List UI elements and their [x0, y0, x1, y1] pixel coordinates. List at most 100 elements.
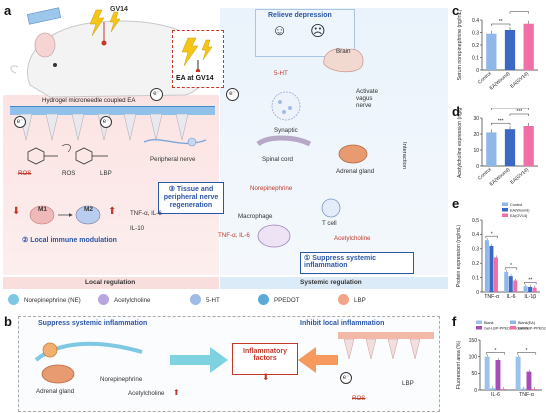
legend-label: PPEDOT [274, 297, 299, 304]
x-tick-label: IL-6 [507, 294, 516, 300]
t-cell-icon [318, 196, 344, 220]
arrow-icon [170, 345, 230, 375]
significance-label: * [510, 263, 512, 269]
bar [505, 129, 515, 166]
b-suppress-label: Suppress systemic inflammation [38, 320, 147, 327]
y-tick-label: 0.2 [472, 261, 479, 267]
y-tick-label: 10 [473, 148, 479, 154]
brain-label: Brain [336, 48, 350, 55]
local-regulation-label: Local regulation [85, 279, 135, 286]
legend-swatch [258, 294, 269, 305]
b-adrenal-label: Adrenal gland [36, 388, 74, 395]
x-tick-label: EA(GV14) [509, 71, 530, 90]
legend-label: Control [510, 203, 522, 207]
interaction-label: Interaction [401, 142, 407, 169]
b-acetylcholine-label: Acetylcholine [128, 390, 164, 397]
significance-label: *** [498, 118, 504, 124]
legend-label: Blank(EA) [518, 321, 536, 325]
legend-swatch [502, 214, 508, 218]
bar [509, 276, 513, 292]
macrophage-label: Macrophage [238, 213, 272, 220]
down-arrow-icon: ⬇ [262, 372, 270, 383]
y-tick-label: 150 [469, 338, 478, 344]
bar [486, 132, 496, 166]
norepinephrine-label: Norepinephrine [250, 185, 292, 192]
legend-swatch [502, 208, 508, 212]
bar [505, 30, 515, 70]
bar [494, 257, 498, 292]
spinal-cord-icon [254, 132, 314, 154]
electron-icon: e⁻ [226, 88, 239, 101]
y-axis-label: Serum norepinephrine (ng/mL) [457, 10, 463, 80]
adrenal-gland-icon [336, 140, 370, 166]
down-arrow-icon: ⬇ [12, 206, 20, 217]
y-axis-label: Protein expression (ng/mL) [456, 225, 462, 288]
y-tick-label: 50 [471, 371, 477, 377]
significance-label: * [491, 231, 493, 237]
synapse-illustration [262, 88, 312, 128]
significance-label: ** [499, 19, 503, 25]
tnf-il6-left-label: TNF-α, IL-6 [130, 210, 162, 217]
significance-label: *** [507, 108, 513, 109]
up-arrow-icon: ⬆ [173, 388, 180, 397]
significance-label: *** [516, 109, 522, 115]
ros-strike-label: ROS [18, 170, 31, 177]
b-lbp-label: LBP [402, 380, 414, 387]
x-tick-label: IL-6 [491, 392, 500, 398]
spinal-cord-label: Spinal cord [262, 156, 293, 163]
bar [524, 24, 534, 70]
significance-label: ** [528, 277, 532, 283]
bar [527, 372, 532, 390]
bar [504, 272, 508, 292]
significance-label: * [526, 348, 528, 354]
bar [524, 286, 528, 292]
b-ros-label: ROS [352, 395, 365, 402]
t-cell-label: T cell [322, 220, 337, 227]
legend-label: 5-HT [206, 297, 220, 304]
ros-label: ROS [62, 170, 75, 177]
m1-label: M1 [38, 206, 47, 213]
y-tick-label: 0.2 [472, 43, 479, 49]
legend-label: Acetylcholine [114, 297, 150, 304]
tnf-il6-right-label: TNF-α, IL-6 [218, 232, 250, 239]
bar [516, 357, 521, 390]
legend-label: Gel-LBP-PPEDOT-GelMA(EA) [518, 327, 546, 331]
electron-icon: e⁻ [150, 88, 163, 101]
legend-swatch [190, 294, 201, 305]
gv14-top-label: GV14 [110, 6, 128, 13]
legend-swatch [476, 326, 482, 330]
bar [528, 287, 532, 292]
arrow-icon [298, 345, 338, 375]
legend-label: Blank [484, 321, 494, 325]
ea-lightning-icon [178, 34, 218, 72]
tissue-regen-label: ③ Tissue and peripheral nerve regenerati… [161, 186, 221, 210]
sad-face-icon: ☹ [310, 22, 326, 40]
b-inhibit-label: Inhibit local inflammation [300, 320, 384, 327]
y-tick-label: 0.5 [472, 218, 479, 224]
x-tick-label: EA(Wound) [488, 167, 511, 188]
ea-label: EA at GV14 [176, 75, 213, 82]
y-tick-label: 0 [476, 290, 479, 296]
y-tick-label: 0.1 [472, 55, 479, 61]
legend-label: EA(Wound) [510, 209, 530, 213]
legend-swatch [510, 326, 516, 330]
bar [486, 34, 496, 70]
y-tick-label: 0 [476, 164, 479, 170]
m2-label: M2 [84, 206, 93, 213]
x-tick-label: Control [477, 167, 493, 182]
bar [524, 126, 534, 166]
electron-icon: e⁻ [14, 116, 26, 128]
y-axis-label: Acetylcholine expression (ng/g) [457, 108, 463, 178]
legend-label: LBP [354, 297, 366, 304]
macrophage-illustration [28, 200, 108, 230]
legend-swatch [476, 321, 482, 325]
y-tick-label: 0.4 [472, 232, 479, 238]
local-immune-label: ② Local immune modulation [22, 236, 117, 244]
b-norepinephrine-label: Norepinephrine [100, 376, 142, 383]
happy-face-icon: ☺ [272, 22, 287, 39]
b-microneedles [338, 339, 434, 361]
systemic-regulation-label: Systemic regulation [300, 279, 362, 286]
significance-label: * [495, 348, 497, 354]
bar [533, 288, 537, 292]
